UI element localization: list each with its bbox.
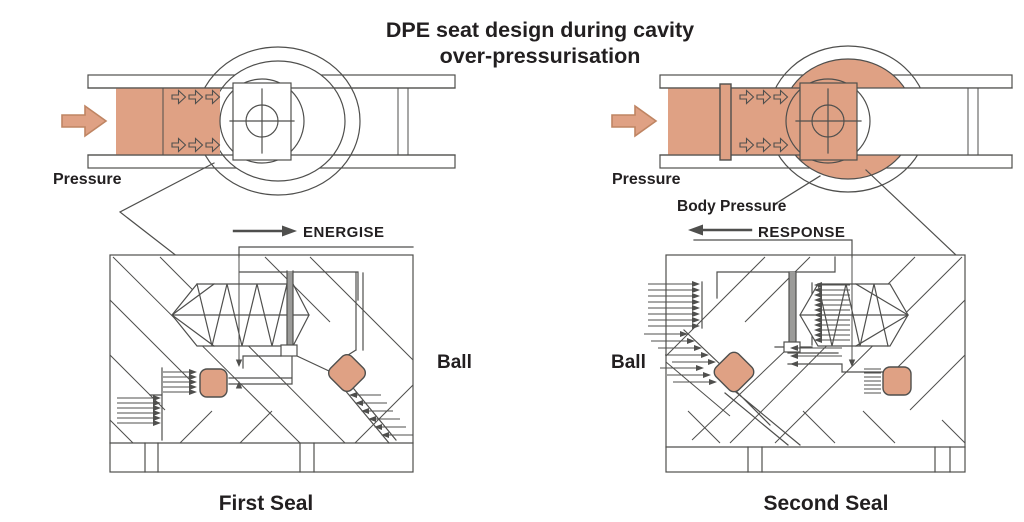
upstream-pressure-fill [116,88,220,155]
ball [219,78,305,164]
seat-seal [713,351,755,393]
ball-label: Ball [437,352,472,373]
seat-carrier-outline [109,271,414,473]
seat-seal [882,366,912,396]
callout-bracket [693,239,853,258]
spring [170,283,310,347]
second-seal-detail: RESPONSE Ball Second Seal [611,224,966,515]
energise-arrow-icon [232,225,297,237]
pressure-arrow-icon [611,104,658,138]
title-line2: over-pressurisation [440,44,641,68]
response-arrow-icon [688,224,753,236]
body-pressure-leader [774,175,821,205]
callout-bracket [238,246,414,258]
pressure-label: Pressure [612,171,681,188]
first-seal-caption: First Seal [219,492,314,515]
pressure-arrow-icon [61,104,108,138]
response-label: RESPONSE [758,224,845,241]
seat-seal [327,353,367,393]
seat-carrier-outline [665,256,966,473]
energise-label: ENERGISE [303,224,385,241]
seal-spring-hatch [864,368,881,394]
title-line1: DPE seat design during cavity [386,18,694,42]
ball-crosshair-icon [795,88,862,154]
pipe-flange [719,83,732,161]
seat-seal [199,368,228,398]
leader-line-first-seal [118,162,215,258]
upstream-pressure-fill [668,88,802,155]
seat-stem [783,271,801,353]
leader-line-second-seal [865,169,958,257]
body-pressure-label: Body Pressure [677,198,787,215]
downstream-bore [857,88,1012,155]
pressure-label: Pressure [53,171,122,188]
dimension-line [235,247,243,389]
first-seal-detail: ENERGISE Ball First Seal [109,224,472,515]
second-seal-caption: Second Seal [764,492,889,515]
seat-stem [280,270,298,357]
ball-label: Ball [611,352,646,373]
section-hatching [109,256,414,444]
right-valve-diagram: Pressure Body Pressure [611,45,1013,215]
ball [785,78,871,164]
left-valve-diagram: Pressure [53,46,456,196]
title: DPE seat design during cavity over-press… [386,18,694,68]
dimension-line [848,240,856,367]
ball-crosshair-icon [229,88,295,154]
